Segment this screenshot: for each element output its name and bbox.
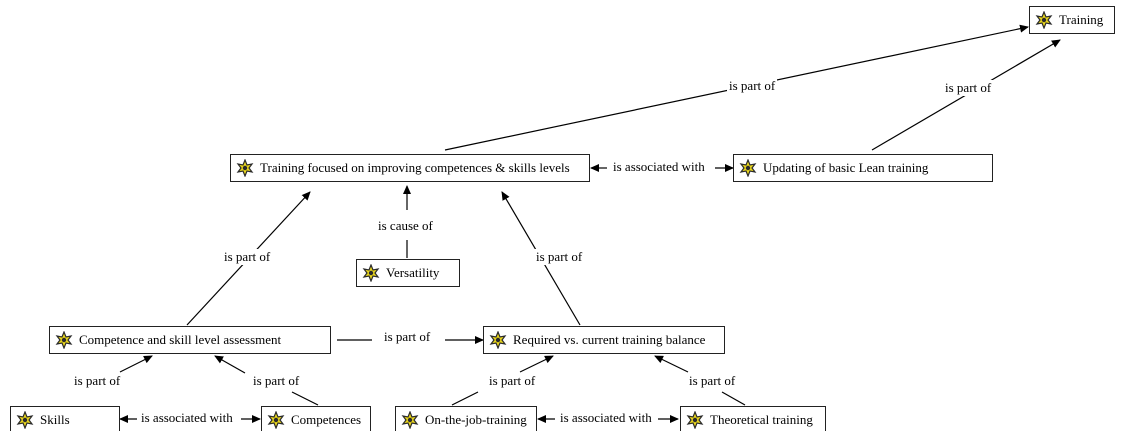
concept-icon <box>401 411 419 429</box>
node-updating[interactable]: Updating of basic Lean training <box>733 154 993 182</box>
node-training-label: Training <box>1059 12 1104 27</box>
link-label-competences-assessment: is part of <box>251 373 302 389</box>
node-assessment-label: Competence and skill level assessment <box>79 332 282 347</box>
node-skills[interactable]: Skills <box>10 406 120 431</box>
concept-icon <box>267 411 285 429</box>
node-competences-label: Competences <box>291 412 362 427</box>
node-theoretical-label: Theoretical training <box>710 412 813 427</box>
concept-icon <box>55 331 73 349</box>
concept-icon <box>686 411 704 429</box>
node-competences[interactable]: Competences <box>261 406 371 431</box>
link-label-focused-updating: is associated with <box>611 159 707 175</box>
link-label-focused-training: is part of <box>727 78 778 94</box>
connector-ojt-balance <box>519 355 554 373</box>
node-assessment[interactable]: Competence and skill level assessment <box>49 326 331 354</box>
concept-icon <box>739 159 757 177</box>
connector-ojt-balance-tail <box>451 391 479 406</box>
node-focused-label: Training focused on improving competence… <box>260 160 570 175</box>
concept-icon <box>362 264 380 282</box>
link-label-versatility-focused: is cause of <box>376 218 435 234</box>
link-label-assessment-balance: is part of <box>382 329 433 345</box>
node-theoretical[interactable]: Theoretical training <box>680 406 826 431</box>
link-label-balance-focused: is part of <box>534 249 585 265</box>
link-label-assessment-focused: is part of <box>222 249 273 265</box>
node-ojt[interactable]: On-the-job-training <box>395 406 537 431</box>
link-label-skills-competences: is associated with <box>139 410 235 426</box>
connector-skills-assessment <box>119 355 153 373</box>
node-balance[interactable]: Required vs. current training balance <box>483 326 725 354</box>
link-label-skills-assessment: is part of <box>72 373 123 389</box>
node-focused[interactable]: Training focused on improving competence… <box>230 154 590 182</box>
link-label-ojt-balance: is part of <box>487 373 538 389</box>
node-versatility-label: Versatility <box>386 265 440 280</box>
node-skills-label: Skills <box>40 412 70 427</box>
connector-competences-assessment <box>214 355 246 374</box>
concept-icon <box>236 159 254 177</box>
link-label-updating-training: is part of <box>943 80 994 96</box>
node-training[interactable]: Training <box>1029 6 1115 34</box>
concept-icon <box>16 411 34 429</box>
node-versatility[interactable]: Versatility <box>356 259 460 287</box>
connector-competences-assessment-tail <box>291 391 319 406</box>
connector-theoretical-balance <box>654 355 689 373</box>
concept-icon <box>1035 11 1053 29</box>
concept-icon <box>489 331 507 349</box>
node-ojt-label: On-the-job-training <box>425 412 527 427</box>
connector-theoretical-balance-tail <box>721 391 746 406</box>
node-updating-label: Updating of basic Lean training <box>763 160 929 175</box>
link-label-ojt-theoretical: is associated with <box>558 410 654 426</box>
link-label-theoretical-balance: is part of <box>687 373 738 389</box>
node-balance-label: Required vs. current training balance <box>513 332 706 347</box>
